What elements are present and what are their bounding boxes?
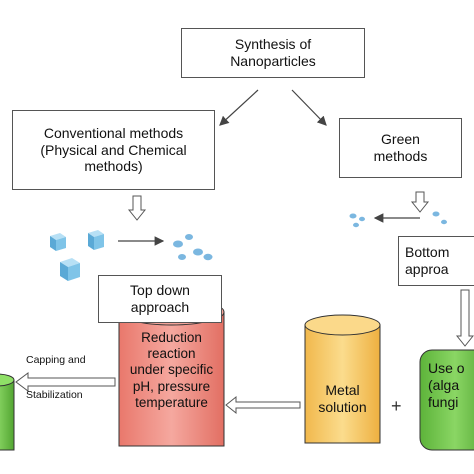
cube-icon (88, 230, 104, 250)
hollow-arrow-bottomup-down (455, 289, 474, 347)
use-of-line-1: Use o (428, 360, 465, 376)
nanoparticle-cluster-icon (173, 234, 213, 261)
conventional-line-2: (Physical and Chemical (40, 141, 187, 158)
green-line-1: Green (381, 131, 420, 148)
capping-line-1: Capping and (26, 354, 86, 366)
bottom-up-approach-box: Bottom approa (398, 236, 474, 286)
use-of-line-2: (alga (428, 376, 460, 393)
reduction-line-4: pH, pressure (132, 378, 211, 394)
green-methods-box: Green methods (339, 118, 462, 178)
root-line-1: Synthesis of (234, 36, 312, 53)
bottom-up-line-2: approa (405, 261, 449, 277)
root-box: Synthesis of Nanoparticles (181, 28, 365, 78)
capping-label: Capping and (26, 353, 86, 367)
use-of-box-shape (419, 349, 474, 451)
stabilization-label: Stabilization (26, 388, 83, 402)
plus-sign: + (391, 396, 402, 416)
hollow-arrow-conventional-down (127, 195, 147, 221)
left-cylinder (0, 373, 15, 451)
bottom-up-line-1: Bottom (405, 244, 450, 261)
use-of-text: Use o (alga fungi (428, 360, 465, 410)
reduction-text: Reduction reaction under specific pH, pr… (119, 330, 224, 411)
reduction-line-1: Reduction (141, 330, 202, 345)
top-down-approach-box: Top down approach (98, 275, 222, 323)
conventional-line-3: methods) (84, 158, 143, 175)
hollow-arrow-green-down (410, 191, 430, 213)
root-line-2: Nanoparticles (230, 53, 316, 69)
hollow-arrow-to-capping (15, 372, 116, 392)
conventional-line-1: Conventional methods (43, 124, 184, 141)
hollow-arrow-metal-to-reduction (225, 395, 301, 415)
cube-icon (60, 258, 80, 281)
arrow-root-to-conventional (219, 89, 259, 126)
top-down-line-1: Top down (130, 282, 190, 299)
metal-solution-text: Metal solution (305, 382, 380, 416)
use-of-line-3: fungi (428, 393, 459, 410)
nanoparticle-cluster-icon (349, 213, 365, 228)
green-line-2: methods (373, 148, 428, 164)
capping-line-2: Stabilization (26, 389, 83, 401)
reduction-line-2: reaction (147, 346, 196, 362)
reduction-line-5: temperature (135, 394, 208, 410)
metal-line-2: solution (318, 398, 367, 415)
cube-icon (50, 233, 66, 251)
nanoparticle-cluster-icon (432, 211, 447, 225)
metal-line-1: Metal (325, 382, 360, 398)
reduction-line-3: under specific (129, 362, 214, 378)
top-down-line-2: approach (130, 299, 190, 315)
conventional-methods-box: Conventional methods (Physical and Chemi… (12, 110, 215, 190)
metal-solution-cylinder (304, 314, 381, 444)
arrow-root-to-green (291, 89, 327, 126)
